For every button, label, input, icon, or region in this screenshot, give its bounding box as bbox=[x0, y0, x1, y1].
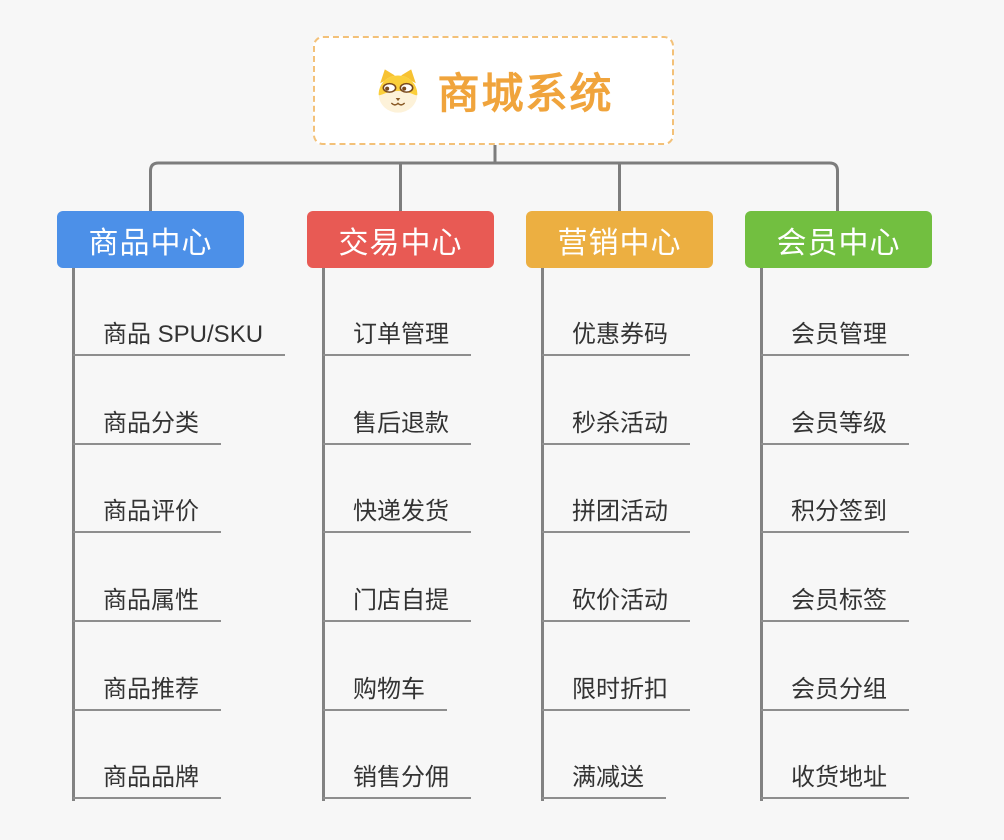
leaf-topic[interactable]: 砍价活动 bbox=[542, 582, 690, 622]
leaf-topic[interactable]: 商品推荐 bbox=[73, 671, 221, 711]
branch-vertical-line bbox=[760, 268, 763, 801]
root-node[interactable]: 商城系统 bbox=[313, 36, 674, 145]
leaf-topic[interactable]: 会员管理 bbox=[761, 316, 909, 356]
branch-node-product[interactable]: 商品中心 bbox=[57, 211, 244, 268]
leaf-topic[interactable]: 商品评价 bbox=[73, 493, 221, 533]
root-title: 商城系统 bbox=[437, 70, 614, 117]
leaf-topic[interactable]: 销售分佣 bbox=[323, 759, 471, 799]
branch-vertical-line bbox=[72, 268, 75, 801]
branch-vertical-line bbox=[541, 268, 544, 801]
leaf-topic[interactable]: 售后退款 bbox=[323, 405, 471, 445]
leaf-topic[interactable]: 商品品牌 bbox=[73, 759, 221, 799]
leaf-topic[interactable]: 会员分组 bbox=[761, 671, 909, 711]
leaf-topic[interactable]: 限时折扣 bbox=[542, 671, 690, 711]
branch-node-trade[interactable]: 交易中心 bbox=[307, 211, 494, 268]
leaf-topic[interactable]: 商品分类 bbox=[73, 405, 221, 445]
outer-branch-line bbox=[149, 161, 839, 211]
leaf-topic[interactable]: 收货地址 bbox=[761, 759, 909, 799]
leaf-topic[interactable]: 满减送 bbox=[542, 759, 666, 799]
leaf-topic[interactable]: 购物车 bbox=[323, 671, 447, 711]
leaf-topic[interactable]: 会员等级 bbox=[761, 405, 909, 445]
leaf-topic[interactable]: 快递发货 bbox=[323, 493, 471, 533]
leaf-topic[interactable]: 商品属性 bbox=[73, 582, 221, 622]
leaf-topic[interactable]: 积分签到 bbox=[761, 493, 909, 533]
branch-vertical-line bbox=[322, 268, 325, 801]
leaf-topic[interactable]: 优惠券码 bbox=[542, 316, 690, 356]
leaf-topic[interactable]: 订单管理 bbox=[323, 316, 471, 356]
leaf-topic[interactable]: 门店自提 bbox=[323, 582, 471, 622]
branch-node-member[interactable]: 会员中心 bbox=[745, 211, 932, 268]
leaf-topic[interactable]: 商品 SPU/SKU bbox=[73, 316, 286, 356]
leaf-topic[interactable]: 拼团活动 bbox=[542, 493, 690, 533]
branch-node-marketing[interactable]: 营销中心 bbox=[526, 211, 713, 268]
leaf-topic[interactable]: 会员标签 bbox=[761, 582, 909, 622]
shiba-dog-icon bbox=[373, 67, 423, 115]
leaf-topic[interactable]: 秒杀活动 bbox=[542, 405, 690, 445]
